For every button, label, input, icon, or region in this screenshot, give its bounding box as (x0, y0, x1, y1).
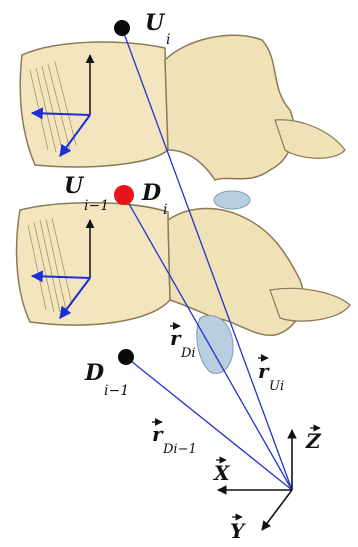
axis-z-label: Z (305, 429, 322, 453)
upper-vertebra (20, 35, 345, 180)
point-d-i (114, 185, 134, 205)
upper-vertebral-body (20, 42, 168, 167)
upper-posterior-arch (165, 35, 294, 180)
axis-y-line (262, 490, 292, 530)
label-d-i-sub: i (163, 202, 167, 218)
label-u-i-sub: i (166, 32, 170, 48)
label-d-i-minus-1-sub: i−1 (104, 383, 129, 399)
label-u-i-minus-1: U (64, 173, 85, 199)
facet-joint-upper (214, 191, 250, 209)
lower-spinous-process (270, 288, 350, 321)
label-u-i-minus-1-sub: i−1 (84, 198, 109, 214)
label-r-di-sub: Di (180, 346, 196, 361)
label-r-ui-group: r Ui (258, 358, 284, 394)
label-r-di-minus-1-group: r Di−1 (152, 422, 197, 457)
label-r-ui-sub: Ui (269, 379, 284, 394)
label-d-i: D (141, 180, 161, 206)
lower-vertebral-body (17, 203, 170, 325)
label-d-i-minus-1: D (84, 360, 104, 386)
label-u-i: U (145, 10, 166, 36)
label-r-di-minus-1-sub: Di−1 (162, 442, 197, 457)
axis-x-label: X (212, 461, 231, 485)
facet-joint-lower (197, 316, 233, 374)
label-r-di-group: r Di (170, 326, 196, 361)
point-d-i-minus-1 (118, 349, 134, 365)
point-u-i (114, 20, 130, 36)
axis-y-label: Y (230, 519, 246, 543)
